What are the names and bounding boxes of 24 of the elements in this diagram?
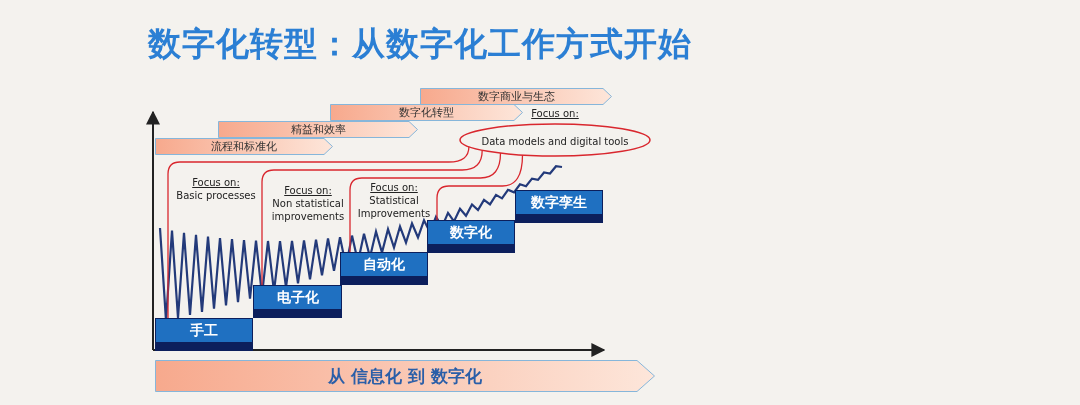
highlight-ellipse <box>459 123 651 157</box>
chevron-banner: 精益和效率 <box>218 121 418 138</box>
chevron-banner: 数字商业与生态 <box>420 88 612 105</box>
chevron-banner: 数字化转型 <box>330 104 523 121</box>
step-box: 数字化 <box>427 220 515 253</box>
focus-heading: Focus on: <box>531 107 579 120</box>
focus-heading: Focus on: <box>370 181 418 194</box>
slide-title: 数字化转型：从数字化工作方式开始 <box>148 23 692 65</box>
leader-line <box>349 152 502 253</box>
focus-text: Statistical Improvements <box>356 194 432 220</box>
leader-line <box>436 154 524 221</box>
focus-heading: Focus on: <box>284 184 332 197</box>
focus-text: Data models and digital tools <box>481 135 629 148</box>
focus-text: Basic processes <box>176 189 256 202</box>
leader-line <box>167 146 470 319</box>
step-box: 电子化 <box>253 285 342 318</box>
chevron-banner: 从 信息化 到 数字化 <box>155 360 655 392</box>
leader-line <box>261 149 483 286</box>
step-box: 手工 <box>155 318 253 351</box>
focus-heading: Focus on: <box>192 176 240 189</box>
step-box: 自动化 <box>340 252 428 285</box>
chevron-banner: 流程和标准化 <box>155 138 333 155</box>
step-box: 数字孪生 <box>515 190 603 223</box>
focus-text: Non statistical improvements <box>270 197 346 223</box>
